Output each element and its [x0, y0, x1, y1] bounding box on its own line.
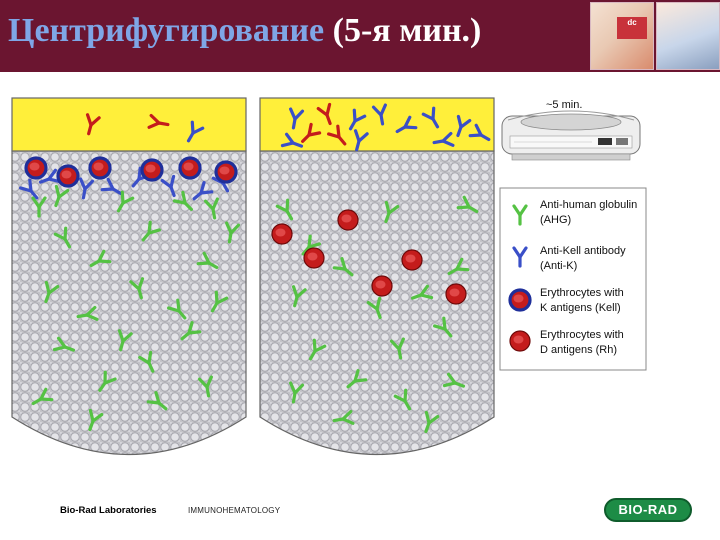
legend-ahg-line2: (AHG) [540, 214, 571, 226]
legend-item-ahg: Anti-human globulin (AHG) [512, 199, 637, 226]
slide-title-main: Центрифугирование [8, 12, 325, 49]
tube-left [11, 97, 247, 455]
header-photos: dc [590, 2, 720, 70]
header-bar: Центрифугирование (5-я мин.) dc [0, 0, 720, 72]
legend-anti-k-line2: (Anti-K) [540, 260, 577, 272]
slide-title: Центрифугирование (5-я мин.) [8, 12, 481, 50]
legend-rh-line1: Erythrocytes with [540, 329, 624, 341]
lab-photo-scientists [656, 2, 720, 70]
slide-title-suffix: (5-я мин.) [332, 12, 482, 49]
legend-item-rh-cells: Erythrocytes with D antigens (Rh) [509, 329, 624, 356]
timer-label: ~5 min. [546, 99, 582, 111]
legend-rh-line2: D antigens (Rh) [540, 344, 617, 356]
legend-item-anti-k: Anti-Kell antibody (Anti-K) [512, 245, 626, 272]
red-erythrocyte-icon [509, 330, 531, 352]
footer-division: IMMUNOHEMATOLOGY [188, 506, 281, 515]
legend-kell-line2: K antigens (Kell) [540, 302, 621, 314]
blue-rimmed-erythrocyte-icon [508, 288, 532, 312]
centrifuge [501, 110, 641, 161]
centrifugation-diagram: ~5 min. Anti-human globulin (AHG) Anti-K… [11, 97, 647, 455]
legend-kell-line1: Erythrocytes with [540, 287, 624, 299]
footer-company: Bio-Rad Laboratories [60, 505, 157, 516]
serum-layer-left [11, 97, 247, 152]
lab-photo-hands: dc [590, 2, 654, 70]
legend-ahg-line1: Anti-human globulin [540, 199, 637, 211]
serum-layer-right [259, 97, 495, 152]
legend-anti-k-line1: Anti-Kell antibody [540, 245, 626, 257]
legend-item-kell-cells: Erythrocytes with K antigens (Kell) [508, 287, 624, 314]
bio-rad-logo: BIO-RAD [604, 498, 692, 522]
photo-badge: dc [617, 17, 647, 39]
